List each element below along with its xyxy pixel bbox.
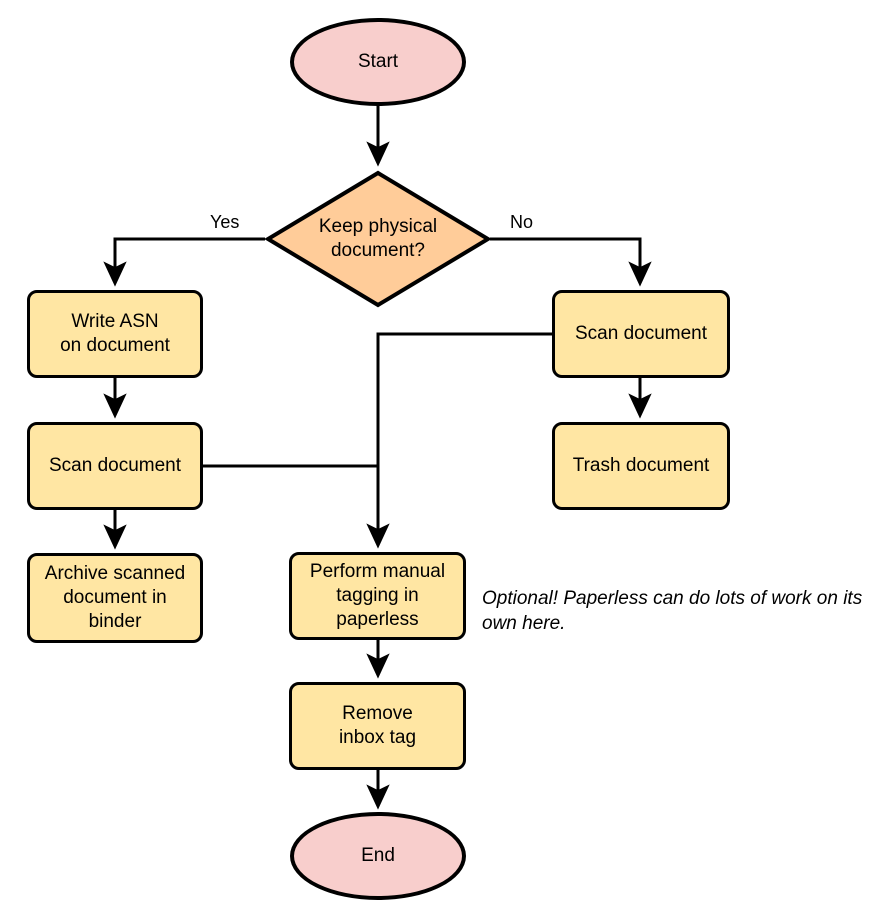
node-end[interactable]: End <box>290 812 466 900</box>
node-write-asn-on-document-label: Write ASN on document <box>60 311 170 356</box>
node-end-label: End <box>361 845 395 866</box>
node-start-label: Start <box>357 51 399 72</box>
node-scan-document-right[interactable]: Scan document <box>552 290 730 378</box>
node-remove-inbox-tag-label: Remove inbox tag <box>338 703 417 748</box>
edge-no-to-scan-right <box>490 237 652 287</box>
node-remove-inbox-tag[interactable]: Remove inbox tag <box>289 682 466 770</box>
node-archive-scanned-document-in-binder[interactable]: Archive scanned document in binder <box>27 553 203 643</box>
node-perform-manual-tagging-in-paperless-label: Perform manual tagging in paperless <box>309 561 446 630</box>
node-scan-document-left-label: Scan document <box>48 455 182 476</box>
node-trash-document[interactable]: Trash document <box>552 422 730 510</box>
node-write-asn-on-document[interactable]: Write ASN on document <box>27 290 203 378</box>
annotation-optional-note: Optional! Paperless can do lots of work … <box>482 588 863 634</box>
edge-label-yes: Yes <box>210 212 240 232</box>
edge-scan-right-to-manual-tagging <box>366 332 552 549</box>
node-keep-physical-document[interactable]: Keep physical document? <box>265 170 491 308</box>
node-trash-document-label: Trash document <box>572 455 710 476</box>
node-scan-document-right-label: Scan document <box>574 323 708 344</box>
node-scan-document-left[interactable]: Scan document <box>27 422 203 510</box>
edge-yes-to-write-asn <box>103 237 265 287</box>
node-perform-manual-tagging-in-paperless[interactable]: Perform manual tagging in paperless <box>289 552 466 640</box>
diamond-shape <box>265 170 491 308</box>
node-start[interactable]: Start <box>290 18 466 106</box>
edge-label-no: No <box>510 212 534 232</box>
node-archive-scanned-document-in-binder-label: Archive scanned document in binder <box>44 563 186 632</box>
